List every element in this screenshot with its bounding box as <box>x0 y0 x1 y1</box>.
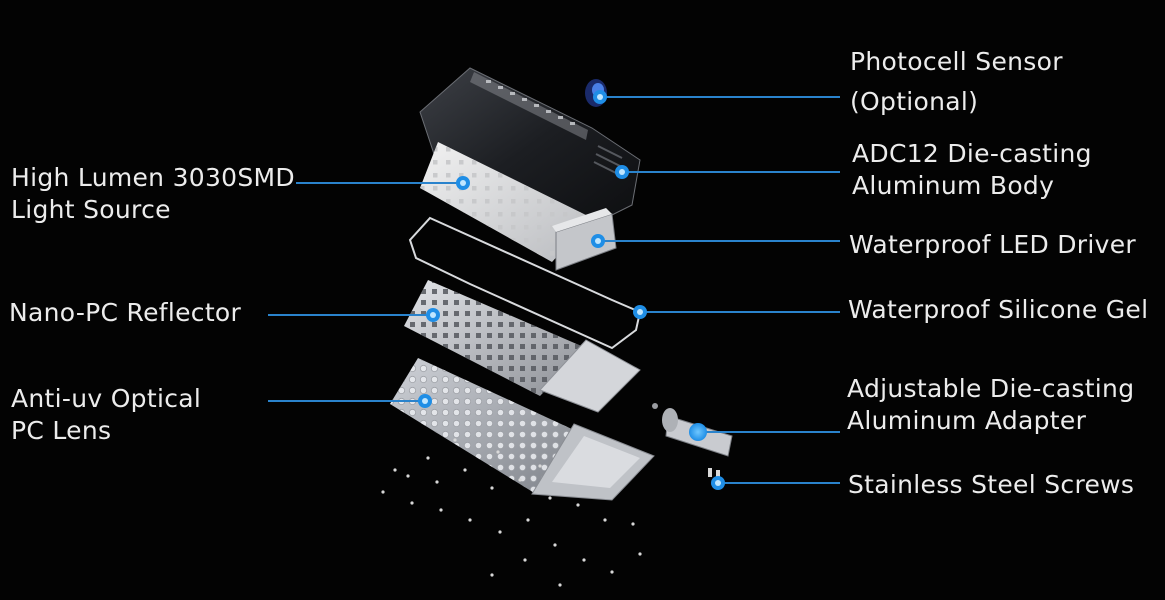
label-reflector: Nano-PC Reflector <box>9 298 242 327</box>
pc-lens-part <box>390 358 655 501</box>
led-driver-part <box>552 208 617 271</box>
label-pc-lens: Anti-uv Optical PC Lens <box>11 384 202 445</box>
label-aluminum-body: ADC12 Die-casting Aluminum Body <box>852 139 1092 200</box>
reflector-part <box>404 280 641 413</box>
label-led-driver: Waterproof LED Driver <box>849 230 1136 259</box>
callout-dots <box>418 90 725 490</box>
label-photocell-sensor: Photocell Sensor (Optional) <box>850 47 1063 116</box>
label-screws: Stainless Steel Screws <box>848 470 1135 499</box>
label-light-source: High Lumen 3030SMD Light Source <box>11 163 295 224</box>
label-adapter: Adjustable Die-casting Aluminum Adapter <box>847 374 1135 435</box>
leader-lines <box>268 96 840 484</box>
screws-part <box>381 438 720 587</box>
light-source-part <box>420 142 592 262</box>
silicone-gel-part <box>408 216 642 350</box>
label-silicone-gel: Waterproof Silicone Gel <box>848 295 1149 324</box>
dot-adapter <box>689 423 707 441</box>
aluminum-body-part <box>419 67 641 227</box>
